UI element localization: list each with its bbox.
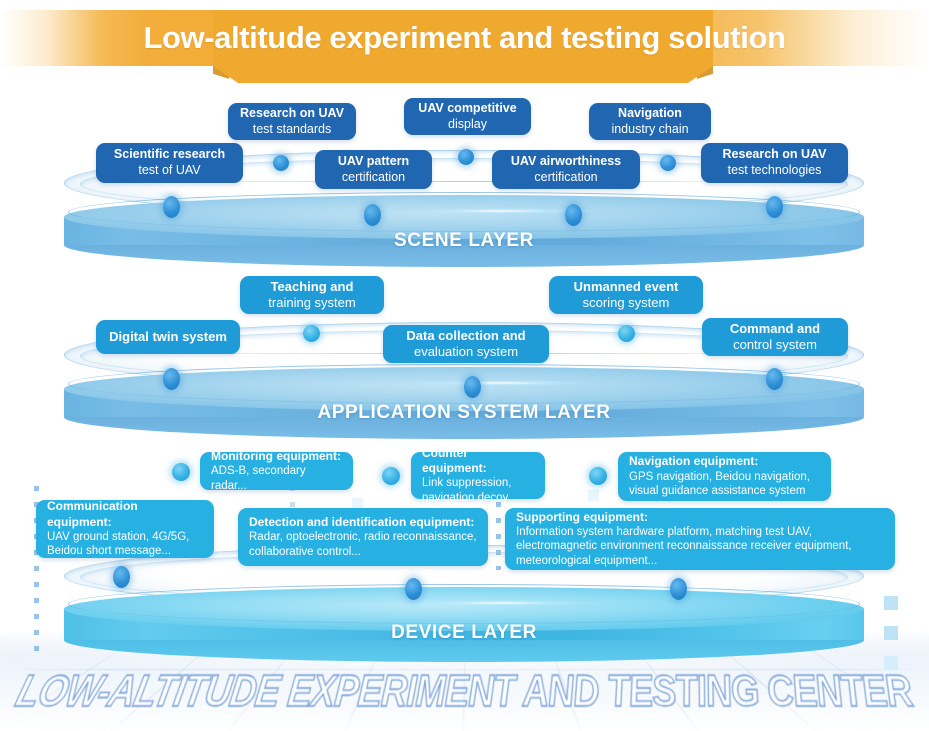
tag-counter-equipment[interactable]: Counter equipment: Link suppression,navi…	[411, 446, 545, 504]
tag-title: Scientific research	[113, 147, 226, 162]
tag-body: ADS-B, secondary radar...	[211, 465, 306, 492]
tag-title: Command and	[729, 320, 821, 336]
app-rim-dot-3	[766, 368, 783, 390]
tag-body: Information system hardware platform, ma…	[516, 525, 852, 567]
tag-body: GPS navigation, Beidou navigation,visual…	[629, 470, 810, 498]
tag-title: UAV pattern	[337, 153, 410, 168]
tag-title: Unmanned event	[573, 278, 679, 294]
tag-uav-competitive-display[interactable]: UAV competitive display	[404, 98, 531, 135]
scene-rim-dot-3	[565, 204, 582, 226]
app-node-dot-u1	[303, 325, 320, 342]
scene-node-dot-u3	[660, 155, 676, 171]
tag-scientific-research-test-of-uav[interactable]: Scientific research test of UAV	[96, 143, 243, 183]
tag-detection-and-identification-equipment[interactable]: Detection and identification equipment: …	[238, 508, 488, 566]
scene-connector-line	[120, 181, 820, 182]
app-rim-dot-2	[464, 376, 481, 398]
dotted-column-left	[34, 486, 39, 658]
device-disc-arc	[68, 584, 860, 624]
tag-navigation-industry-chain[interactable]: Navigation industry chain	[589, 103, 711, 140]
tag-body: training system	[268, 295, 356, 310]
scene-node-dot-u1	[273, 155, 289, 171]
device-node-dot-u1	[172, 463, 190, 481]
scene-node-dot-u2	[458, 149, 474, 165]
tag-research-on-uav-test-standards[interactable]: Research on UAV test standards	[228, 103, 356, 140]
tag-body: UAV ground station, 4G/5G,Beidou short m…	[47, 530, 190, 558]
scene-layer-label: SCENE LAYER	[394, 230, 534, 251]
tag-data-collection-and-evaluation-system[interactable]: Data collection and evaluation system	[383, 325, 549, 363]
application-layer-label: APPLICATION SYSTEM LAYER	[317, 402, 611, 423]
header-banner: Low-altitude experiment and testing solu…	[0, 0, 929, 83]
decor-square-5	[588, 490, 599, 501]
tag-title: Navigation	[618, 105, 682, 120]
decor-square-2	[884, 626, 898, 640]
tag-title: Counter equipment:	[422, 445, 487, 476]
decor-square-1	[884, 596, 898, 610]
tag-body: Link suppression,navigation decoy	[422, 477, 512, 504]
tag-body: control system	[733, 337, 817, 352]
device-node-dot-u3	[589, 467, 607, 485]
tag-body: test standards	[252, 121, 332, 136]
tag-body: industry chain	[611, 121, 689, 136]
tag-monitoring-equipment[interactable]: Monitoring equipment: ADS-B, secondary r…	[200, 448, 353, 492]
tag-body: test technologies	[727, 163, 822, 177]
tag-body: scoring system	[582, 295, 670, 310]
device-rim-dot-2	[405, 578, 422, 600]
tag-teaching-and-training-system[interactable]: Teaching and training system	[240, 276, 384, 314]
center-title: LOW-ALTITUDE EXPERIMENT AND TESTING CENT…	[10, 666, 919, 716]
dotted-column-mid-b	[496, 470, 501, 570]
tag-title: Data collection and	[406, 327, 526, 343]
decor-square-3	[884, 656, 898, 670]
app-disc-arc-glow	[400, 380, 600, 386]
app-disc-arc	[68, 364, 860, 404]
tag-supporting-equipment[interactable]: Supporting equipment: Information system…	[505, 508, 895, 570]
app-node-dot-u2	[618, 325, 635, 342]
scene-disc-arc-glow	[400, 208, 600, 214]
page-title: Low-altitude experiment and testing solu…	[143, 20, 786, 55]
device-rim-dot-3	[670, 578, 687, 600]
banner-ribbon-tail	[213, 66, 713, 83]
tag-title: Teaching and	[270, 278, 354, 294]
tag-communication-equipment[interactable]: Communication equipment: UAV ground stat…	[36, 499, 214, 558]
device-disc-arc-glow	[400, 600, 600, 606]
tag-body: Radar, optoelectronic, radio reconnaissa…	[249, 531, 477, 558]
tag-digital-twin-system[interactable]: Digital twin system	[96, 320, 240, 354]
tag-uav-pattern-certification[interactable]: UAV pattern certification	[315, 150, 432, 189]
banner-core	[213, 10, 713, 66]
tag-body: display	[448, 116, 487, 131]
scene-disc-arc	[68, 192, 860, 232]
tag-body: test of UAV	[138, 163, 201, 177]
tag-body: evaluation system	[413, 344, 519, 359]
tag-title: Research on UAV	[722, 147, 827, 162]
decor-square-6	[352, 498, 363, 509]
tag-uav-airworthiness-certification[interactable]: UAV airworthiness certification	[492, 150, 640, 189]
scene-rim-dot-4	[766, 196, 783, 218]
tag-body: certification	[341, 169, 406, 184]
tag-title: Detection and identification equipment:	[249, 514, 475, 529]
device-rim-dot-1	[113, 566, 130, 588]
tag-title: UAV airworthiness	[510, 153, 622, 168]
device-node-dot-u2	[382, 467, 400, 485]
tag-title: Monitoring equipment:	[211, 448, 341, 463]
scene-rim-dot-1	[163, 196, 180, 218]
tag-research-on-uav-test-technologies[interactable]: Research on UAV test technologies	[701, 143, 848, 183]
tag-title: Supporting equipment:	[516, 509, 648, 524]
tag-title: Communication equipment:	[47, 499, 138, 529]
tag-title: Navigation equipment:	[629, 454, 759, 469]
tag-title: UAV competitive	[418, 100, 517, 115]
tag-title: Research on UAV	[240, 105, 344, 120]
device-layer-label: DEVICE LAYER	[391, 622, 537, 643]
tag-title: Digital twin system	[109, 328, 227, 344]
tag-body: certification	[534, 169, 598, 184]
tag-navigation-equipment[interactable]: Navigation equipment: GPS navigation, Be…	[618, 452, 831, 501]
app-rim-dot-1	[163, 368, 180, 390]
tag-unmanned-event-scoring-system[interactable]: Unmanned event scoring system	[549, 276, 703, 314]
scene-rim-dot-2	[364, 204, 381, 226]
tag-command-and-control-system[interactable]: Command and control system	[702, 318, 848, 356]
